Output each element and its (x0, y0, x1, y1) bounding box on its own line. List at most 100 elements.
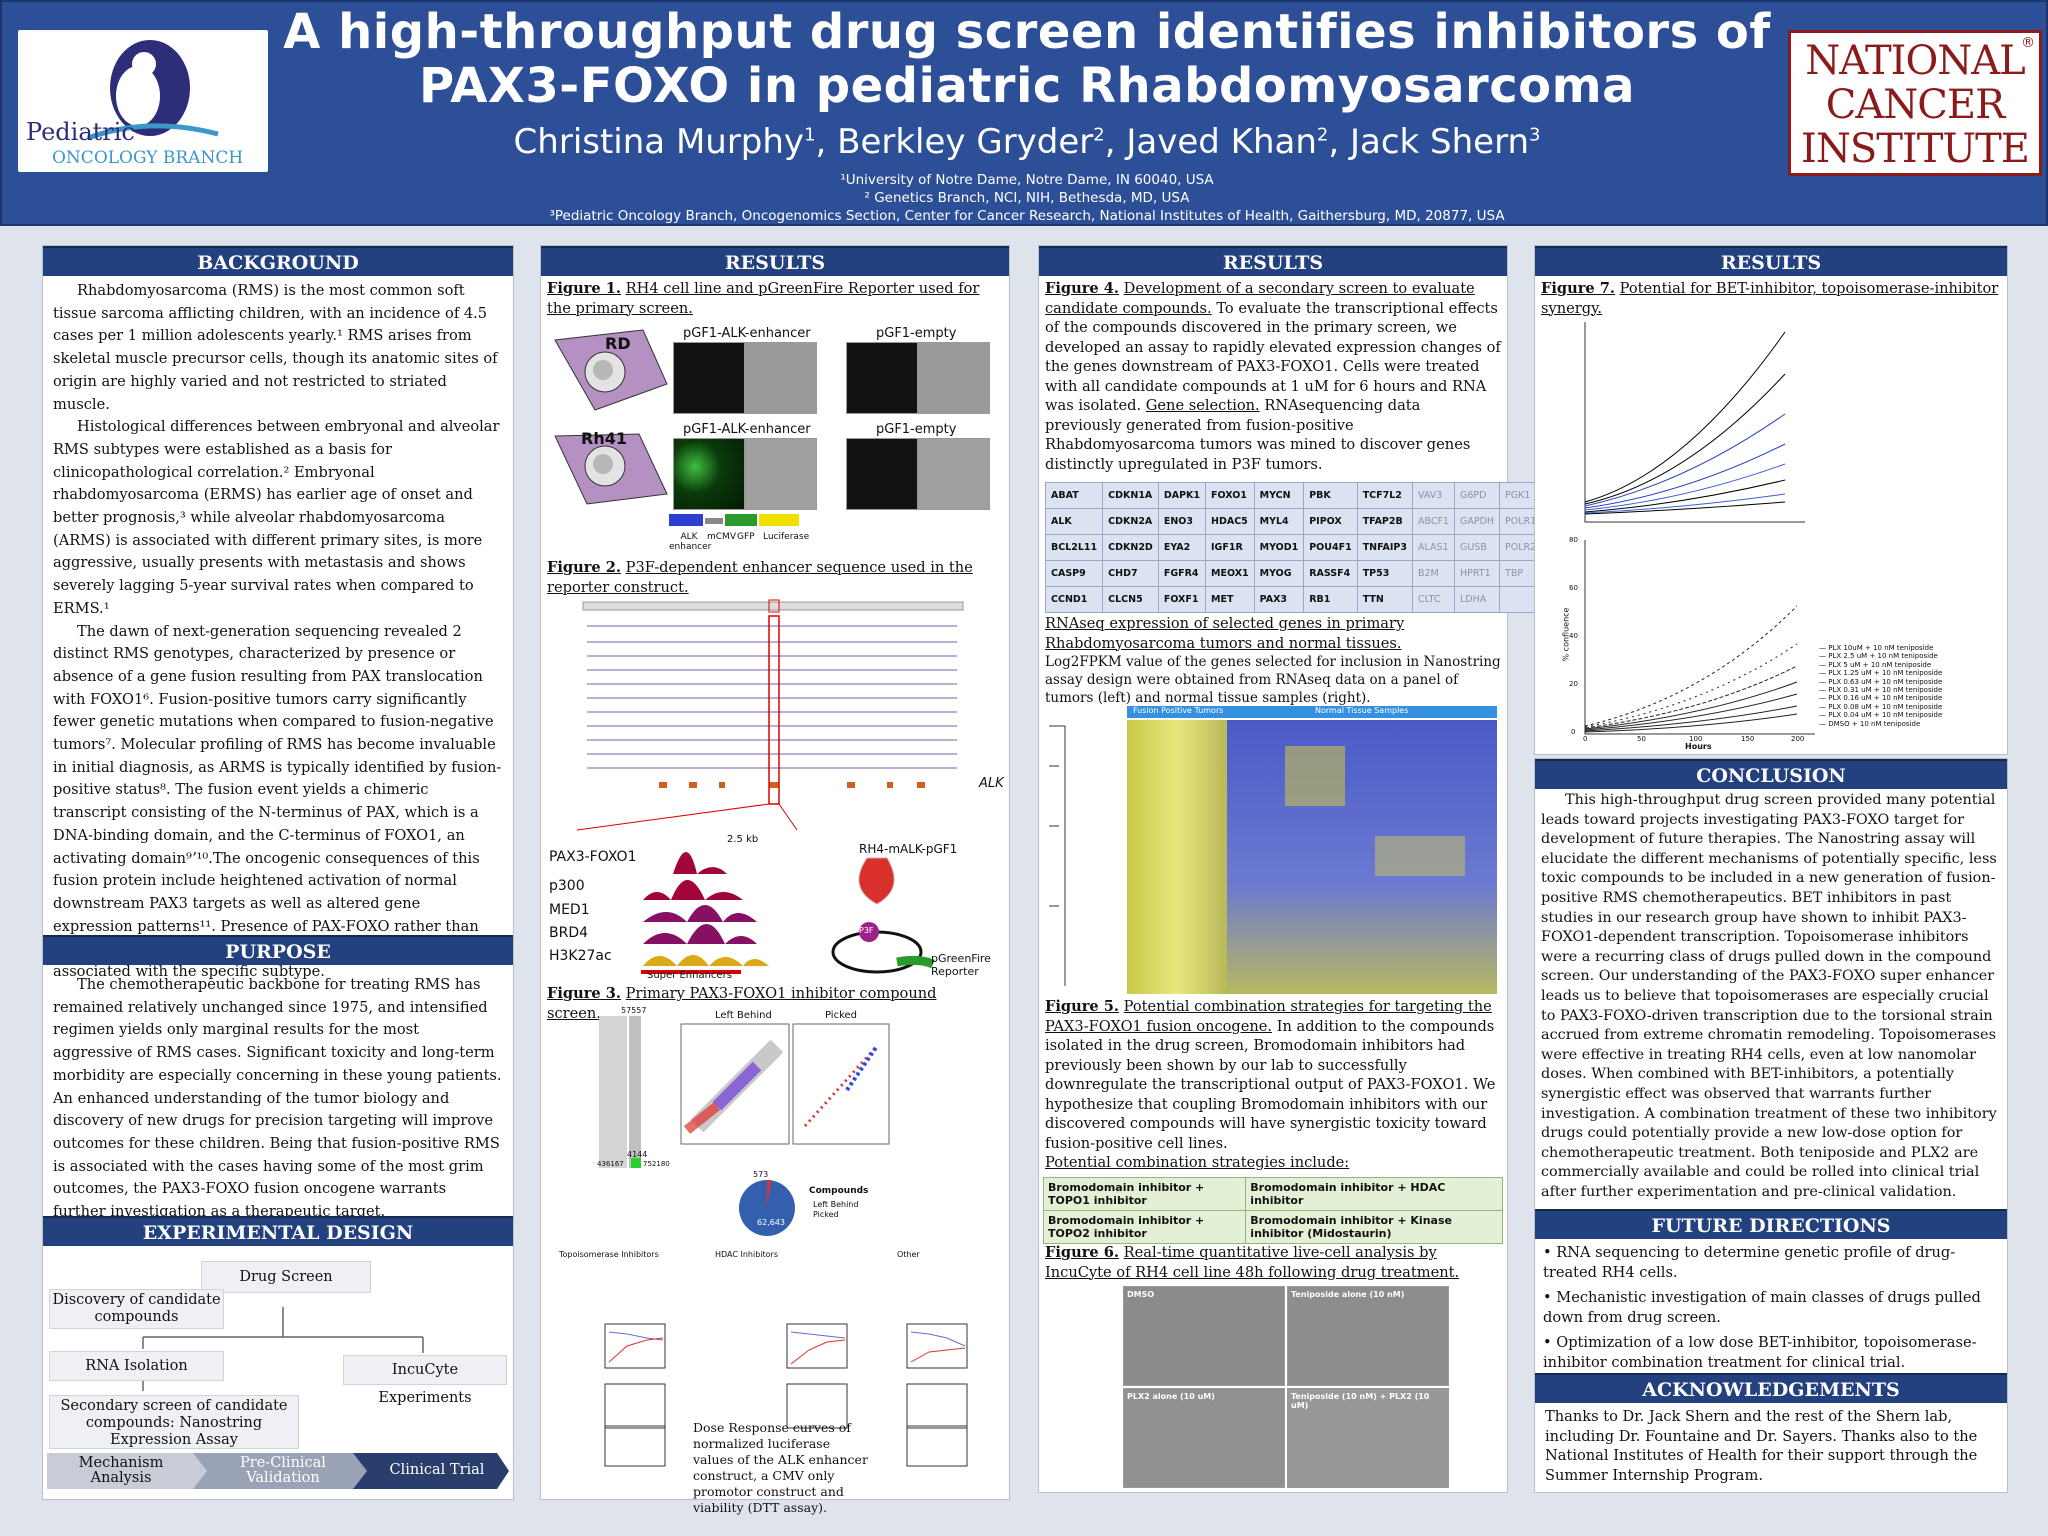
group-label-other: Other (897, 1250, 920, 1259)
gene-cell: TCF7L2 (1356, 482, 1413, 509)
microscopy-gfp-rh41-enhancer (673, 438, 745, 510)
gene-cell: CLTC (1411, 586, 1455, 613)
heatmap-figure: Fusion Positive Tumors Normal Tissue Sam… (1045, 706, 1505, 996)
discovery-box: Discovery of candidate compounds (49, 1289, 224, 1329)
svg-text:Pediatric: Pediatric (26, 118, 135, 146)
fig7-xtick-200: 200 (1791, 735, 1805, 743)
group-label-topoisomerase: Topoisomerase Inhibitors (559, 1250, 659, 1259)
column-results-3-top: RESULTS Figure 7. Potential for BET-inhi… (1534, 245, 2008, 755)
author-affiliation-mark: 3 (1529, 124, 1541, 146)
column-results-2: RESULTS Figure 4. Development of a secon… (1038, 245, 1549, 1493)
fig7-xtick-150: 150 (1741, 735, 1755, 743)
heatmap-text: Log2FPKM value of the genes selected for… (1045, 654, 1501, 706)
figure-3-label: Figure 3. (547, 985, 622, 1002)
legend-entry: — PLX 0.16 uM + 10 nM teniposide (1819, 694, 1943, 703)
figure-2-text: P3F-dependent enhancer sequence used in … (547, 559, 973, 596)
gene-selection-text: RNAsequencing data previously generated … (1045, 397, 1471, 473)
fig7-xtick-100: 100 (1689, 735, 1703, 743)
author-name: Christina Murphy (513, 122, 805, 162)
gene-cell: ABAT (1044, 482, 1104, 509)
legend-entry: — PLX 10uM + 10 nM teniposide (1819, 644, 1934, 652)
column-background: BACKGROUND Rhabdomyosarcoma (RMS) is the… (42, 245, 514, 1500)
figure-7-label: Figure 7. (1541, 280, 1616, 297)
fig7-xtick-50: 50 (1637, 735, 1646, 743)
figure-7-text: Potential for BET-inhibitor, topoisomera… (1541, 280, 1999, 317)
legend-entry: — PLX 0.08 uM + 10 nM teniposide (1819, 702, 1943, 711)
author-affiliation-mark: 2 (1316, 124, 1329, 146)
figure-6-label: Figure 6. (1045, 1244, 1120, 1261)
cell-label-rh41: Rh41 (581, 429, 627, 448)
figure-5-caption: Figure 5. Potential combination strategi… (1039, 997, 1509, 1173)
figure-7: % confluence Hours 0 20 40 60 80 0 50 10… (1545, 314, 2001, 754)
column-conclusion: CONCLUSION This high-throughput drug scr… (1534, 758, 2008, 1493)
background-paragraph-1: Rhabdomyosarcoma (RMS) is the most commo… (53, 282, 498, 413)
figure-4-title: Development of a secondary screen to eva… (1045, 280, 1475, 317)
drug-screen-box: Drug Screen (201, 1261, 371, 1293)
panel-label-4: pGF1-empty (876, 422, 957, 437)
combo-2: Bromodomain inhibitor + HDAC inhibitor (1245, 1177, 1503, 1211)
figure-1-label: Figure 1. (547, 280, 622, 297)
gene-cell: DAPK1 (1157, 482, 1207, 509)
figure-5-text: In addition to the compounds isolated in… (1045, 1017, 1496, 1152)
gene-cell: FOXO1 (1205, 482, 1255, 509)
gene-cell: MYCN (1253, 482, 1305, 509)
scale-bar-label: 2.5 kb (727, 834, 759, 845)
microscopy-gfp-rh41-empty (846, 438, 918, 510)
author-name: Jack Shern (1349, 122, 1529, 162)
track-label-med1: MED1 (549, 902, 590, 918)
future-directions-list: • RNA sequencing to determine genetic pr… (1535, 1241, 2007, 1376)
gene-cell: ENO3 (1157, 508, 1207, 535)
gene-cell: POU4F1 (1303, 534, 1358, 561)
gene-cell: MYOD1 (1253, 534, 1305, 561)
figure-3-caption: Figure 3. Primary PAX3-FOXO1 inhibitor c… (541, 984, 1001, 1023)
gene-cell: CCND1 (1044, 586, 1104, 613)
future-item-1: • RNA sequencing to determine genetic pr… (1543, 1244, 1956, 1281)
figure-7-caption: Figure 7. Potential for BET-inhibitor, t… (1535, 279, 2007, 318)
microscopy-bf-rd-enhancer (745, 342, 817, 414)
author-list: Christina Murphy1, Berkley Gryder2, Jave… (513, 122, 1541, 162)
pie-value-picked: 573 (753, 1170, 769, 1179)
flowchart-connectors (142, 1307, 424, 1391)
conclusion-heading: CONCLUSION (1535, 759, 2007, 789)
nci-logo-line2: CANCER (1825, 82, 2005, 128)
gene-cell: CLCN5 (1102, 586, 1159, 613)
affiliation-1: ¹University of Notre Dame, Notre Dame, I… (840, 172, 1214, 188)
track-label-pax3-foxo1: PAX3-FOXO1 (549, 849, 637, 865)
nci-logo-line3: INSTITUTE (1801, 126, 2030, 172)
gene-cell: MET (1205, 586, 1255, 613)
mother-child-logo-icon: Pediatric ONCOLOGY BRANCH (26, 40, 243, 168)
experimental-design-flowchart: Drug Screen Discovery of candidate compo… (43, 1249, 513, 1499)
heatmap-title: RNAseq expression of selected genes in p… (1045, 615, 1405, 652)
gene-cell: CDKN1A (1102, 482, 1159, 509)
figure-2-label: Figure 2. (547, 559, 622, 576)
figure-3-text: Primary PAX3-FOXO1 inhibitor compound sc… (547, 985, 937, 1022)
gene-cell: EYA2 (1157, 534, 1207, 561)
combo-1: Bromodomain inhibitor + TOPO1 inhibitor (1042, 1177, 1247, 1211)
gene-cell: ALK (1044, 508, 1104, 535)
track-label-brd4: BRD4 (549, 925, 589, 941)
panel-label-2: pGF1-empty (876, 326, 957, 341)
figure-4-text: To evaluate the transcriptional effects … (1045, 299, 1501, 415)
pipeline-arrows (47, 1453, 509, 1489)
future-item-1-text: RNA sequencing to determine genetic prof… (1543, 1244, 1956, 1281)
scatter-title-left-behind: Left Behind (715, 1010, 772, 1021)
figure-4-caption: Figure 4. Development of a secondary scr… (1039, 279, 1507, 474)
figure-6-caption: Figure 6. Real-time quantitative live-ce… (1039, 1243, 1509, 1282)
incucyte-label-1: DMSO (1127, 1290, 1155, 1299)
dose-response-caption: Dose Response curves of normalized lucif… (693, 1420, 868, 1515)
affiliation-3: ³Pediatric Oncology Branch, Oncogenomics… (549, 208, 1505, 224)
affiliation-2: ² Genetics Branch, NCI, NIH, Bethesda, M… (864, 190, 1190, 206)
national-cancer-institute-logo: NATIONAL CANCER INSTITUTE ® (1788, 30, 2042, 176)
pie-legend-left-behind: Left Behind (813, 1200, 859, 1209)
fig7-ytick-40: 40 (1569, 632, 1578, 640)
screen-results-figure (599, 1016, 968, 1467)
bar-label-total: 57557 (621, 1006, 647, 1015)
gene-cell: HPRT1 (1453, 560, 1501, 587)
gene-alk-label: ALK (979, 776, 1004, 791)
step-clinical-trial: Clinical Trial (389, 1462, 485, 1478)
step-pre-clinical-validation: Pre-Clinical Validation (240, 1455, 326, 1486)
conclusion-paragraph: This high-throughput drug screen provide… (1541, 792, 1997, 1200)
incucyte-plx2 (1123, 1388, 1285, 1488)
rna-isolation-box: RNA Isolation (49, 1351, 224, 1381)
